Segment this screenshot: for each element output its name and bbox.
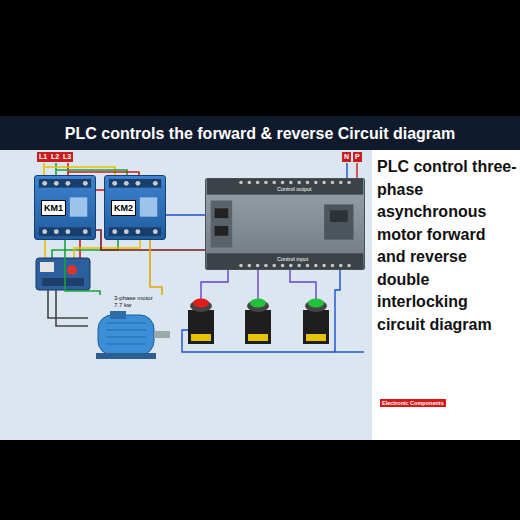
wire — [96, 189, 104, 191]
motor-label: 3-phase motor — [114, 295, 153, 301]
title: PLC controls the forward & reverse Circu… — [0, 118, 520, 150]
watermark: Electronic Components — [380, 399, 446, 407]
contactor-tag: KM1 — [41, 200, 66, 216]
plc-module: Control outputControl input — [205, 178, 365, 270]
terminal-label: P — [353, 152, 362, 162]
wire — [166, 214, 205, 216]
wire — [65, 240, 100, 295]
terminal-label: L2 — [49, 152, 61, 162]
output-label: Control output — [276, 186, 313, 192]
motor: 3-phase motor7.7 kw — [86, 295, 176, 363]
terminal-label: L3 — [61, 152, 73, 162]
input-label: Control input — [276, 256, 309, 262]
wire — [150, 240, 162, 295]
contactor-tag: KM2 — [111, 200, 136, 216]
motor-rating: 7.7 kw — [114, 302, 131, 308]
contactor: KM1 — [34, 175, 96, 240]
terminal-label: L1 — [37, 152, 49, 162]
caption: PLC control three-phase asynchronous mot… — [377, 156, 517, 336]
terminal-label: N — [342, 152, 351, 162]
contactor: KM2 — [104, 175, 166, 240]
